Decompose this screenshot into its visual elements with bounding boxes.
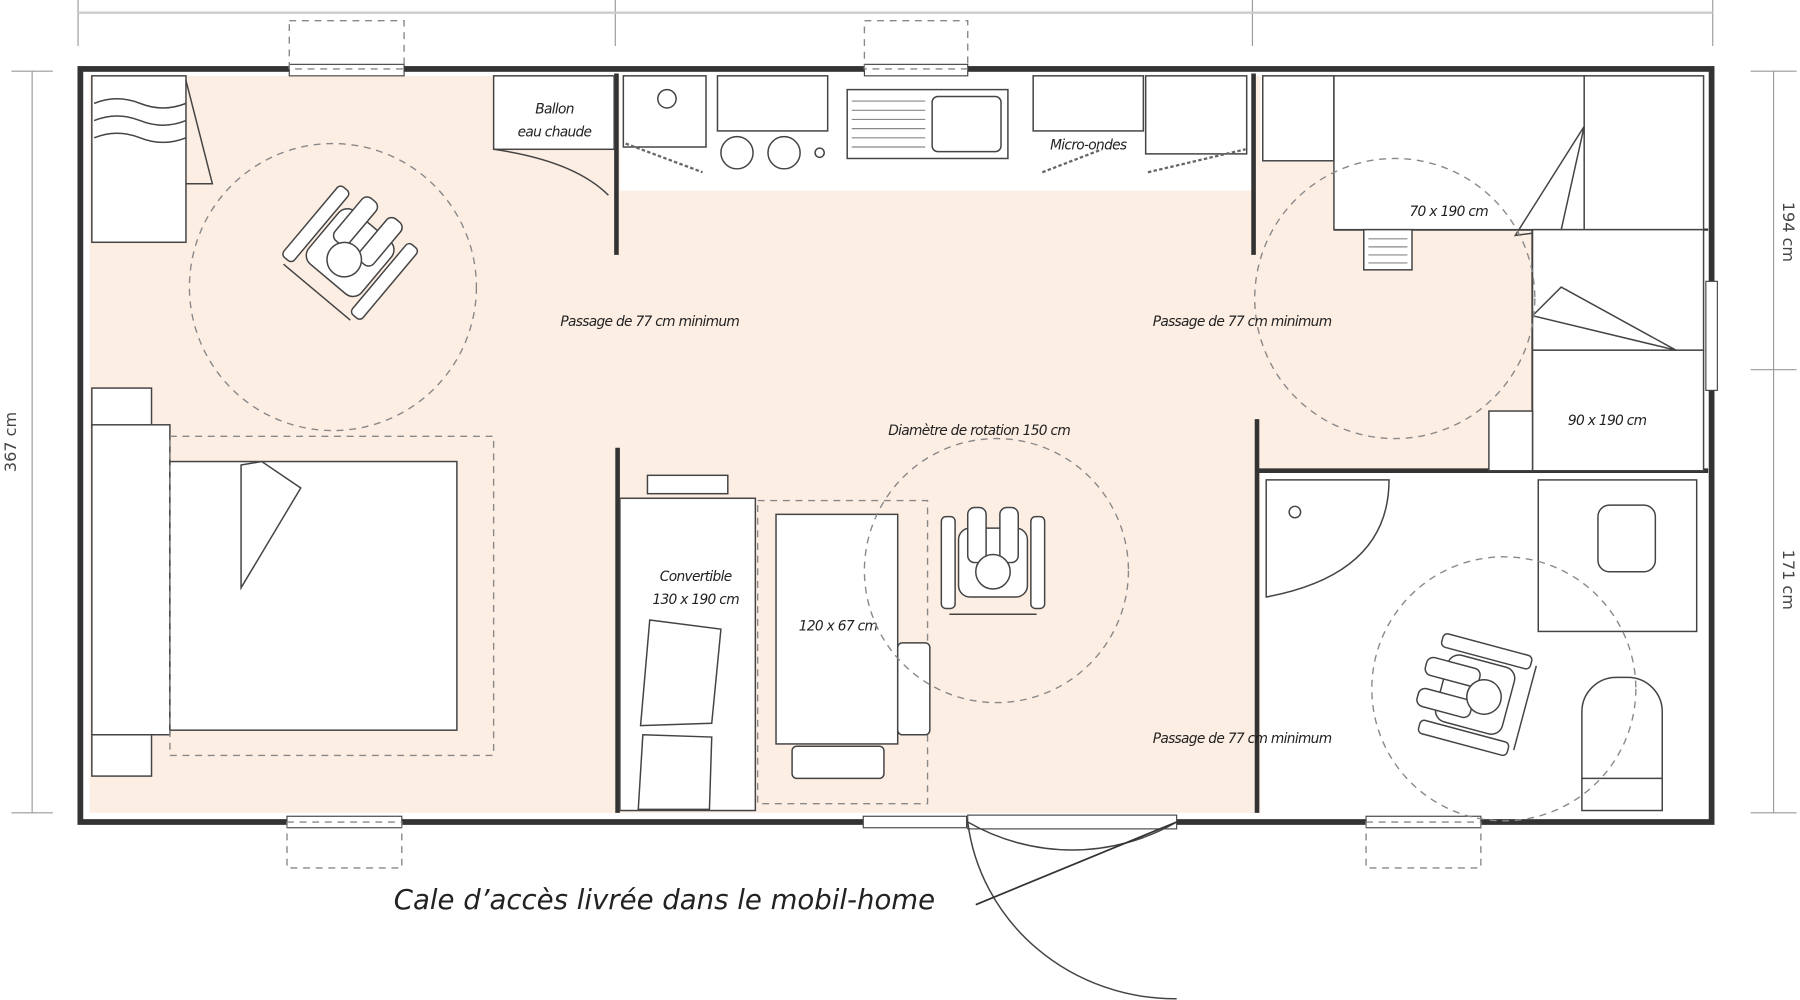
water-heater <box>492 75 615 151</box>
water-heater-label: Ballon <box>535 102 574 118</box>
water-heater-label-2: eau chaude <box>518 125 592 141</box>
table-size-label: 120 x 67 cm <box>799 618 878 634</box>
shower-icon <box>1265 479 1390 598</box>
turning-circles <box>188 142 1637 822</box>
windows <box>286 20 1718 869</box>
hob-icon <box>657 88 677 109</box>
passage-right-label: Passage de 77 cm minimum <box>1153 314 1332 330</box>
bunk-top-label: 70 x 190 cm <box>1409 204 1488 220</box>
dimension-lines <box>11 0 1797 814</box>
double-bed <box>91 387 495 777</box>
entrance-door <box>966 814 1178 1000</box>
living-area <box>619 474 931 812</box>
right-bottom-dimension-label: 171 cm <box>1779 550 1798 610</box>
access-ramp-callout: Cale d’accès livrée dans le mobil-home <box>394 884 935 916</box>
bunk-beds <box>1262 75 1705 472</box>
bathroom <box>1265 479 1698 812</box>
rotation-diameter-label: Diamètre de rotation 150 cm <box>888 423 1070 439</box>
wardrobe <box>91 75 214 244</box>
sofa-size-label: 130 x 190 cm <box>652 592 739 608</box>
microwave-label: Micro-ondes <box>1050 137 1127 153</box>
right-top-dimension-label: 194 cm <box>1779 202 1798 262</box>
passage-left-label: Passage de 77 cm minimum <box>560 314 739 330</box>
sofa-label: Convertible <box>660 569 732 585</box>
washbasin-icon <box>1597 504 1657 573</box>
callout-leader <box>975 821 1177 906</box>
depth-dimension-label: 367 cm <box>1 412 20 472</box>
passage-bath-label: Passage de 77 cm minimum <box>1153 731 1332 747</box>
kitchen <box>622 75 1248 174</box>
bunk-bottom-label: 90 x 190 cm <box>1568 413 1647 429</box>
